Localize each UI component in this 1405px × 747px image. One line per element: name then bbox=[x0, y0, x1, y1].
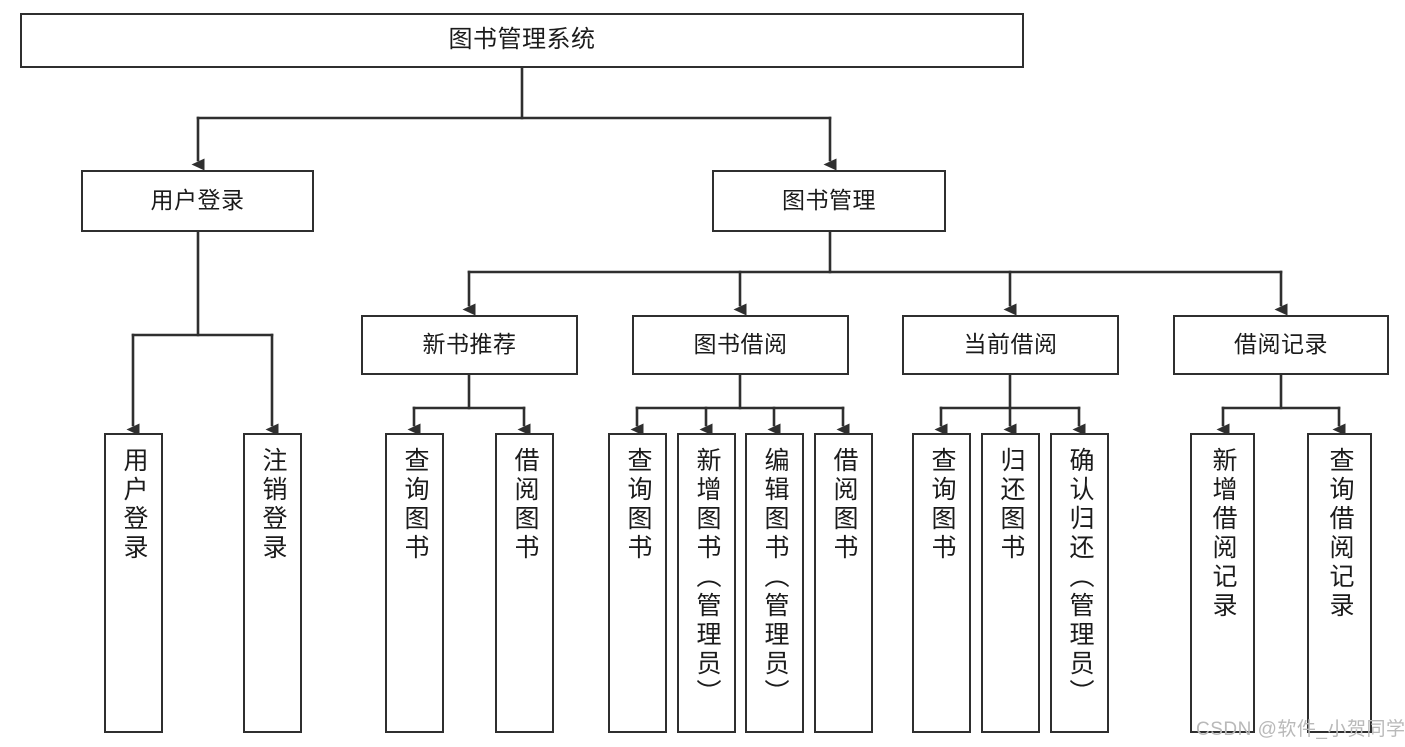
node-leaf-newbook-query-book[interactable]: 查询图书 bbox=[385, 433, 444, 733]
node-label: 新增借阅记录 bbox=[1209, 447, 1237, 621]
node-label: 归还图书 bbox=[997, 447, 1025, 563]
node-label: 图书管理系统 bbox=[448, 26, 596, 54]
node-book-management[interactable]: 图书管理 bbox=[712, 170, 946, 232]
node-leaf-bookborrow-borrow-book[interactable]: 借阅图书 bbox=[814, 433, 873, 733]
node-new-book-recommend[interactable]: 新书推荐 bbox=[361, 315, 578, 375]
node-label: 借阅记录 bbox=[1234, 331, 1328, 358]
node-label: 图书管理 bbox=[782, 187, 876, 214]
node-leaf-bookborrow-add-book-admin[interactable]: 新增图书（管理员） bbox=[677, 433, 736, 733]
node-label: 注销登录 bbox=[259, 447, 287, 563]
node-label: 用户登录 bbox=[150, 187, 245, 214]
node-leaf-bookborrow-query-book[interactable]: 查询图书 bbox=[608, 433, 667, 733]
node-label: 查询图书 bbox=[401, 447, 429, 563]
node-leaf-user-login-signout[interactable]: 注销登录 bbox=[243, 433, 302, 733]
node-label: 新书推荐 bbox=[422, 331, 517, 358]
node-leaf-bookborrow-edit-book-admin[interactable]: 编辑图书（管理员） bbox=[745, 433, 804, 733]
node-label: 确认归还（管理员） bbox=[1066, 447, 1094, 708]
watermark-text: CSDN @软件_小贺同学 bbox=[1196, 719, 1405, 740]
node-label: 借阅图书 bbox=[830, 447, 858, 563]
node-leaf-currentborrow-confirm-return-admin[interactable]: 确认归还（管理员） bbox=[1050, 433, 1109, 733]
node-label: 编辑图书（管理员） bbox=[761, 447, 789, 708]
node-label: 查询借阅记录 bbox=[1326, 447, 1354, 621]
node-leaf-newbook-borrow-book[interactable]: 借阅图书 bbox=[495, 433, 554, 733]
node-user-login[interactable]: 用户登录 bbox=[81, 170, 314, 232]
node-label: 查询图书 bbox=[624, 447, 652, 563]
node-label: 新增图书（管理员） bbox=[693, 447, 721, 708]
node-label: 图书借阅 bbox=[693, 331, 788, 358]
node-book-borrow[interactable]: 图书借阅 bbox=[632, 315, 849, 375]
node-borrow-record[interactable]: 借阅记录 bbox=[1173, 315, 1389, 375]
node-label: 当前借阅 bbox=[963, 331, 1058, 358]
node-root-book-management-system[interactable]: 图书管理系统 bbox=[20, 13, 1024, 68]
node-leaf-currentborrow-return-book[interactable]: 归还图书 bbox=[981, 433, 1040, 733]
node-leaf-user-login-signin[interactable]: 用户登录 bbox=[104, 433, 163, 733]
node-label: 借阅图书 bbox=[511, 447, 539, 563]
node-label: 用户登录 bbox=[120, 447, 148, 563]
node-leaf-borrowrecord-query-record[interactable]: 查询借阅记录 bbox=[1307, 433, 1372, 733]
node-leaf-borrowrecord-add-record[interactable]: 新增借阅记录 bbox=[1190, 433, 1255, 733]
node-leaf-currentborrow-query-book[interactable]: 查询图书 bbox=[912, 433, 971, 733]
node-current-borrow[interactable]: 当前借阅 bbox=[902, 315, 1119, 375]
node-label: 查询图书 bbox=[928, 447, 956, 563]
